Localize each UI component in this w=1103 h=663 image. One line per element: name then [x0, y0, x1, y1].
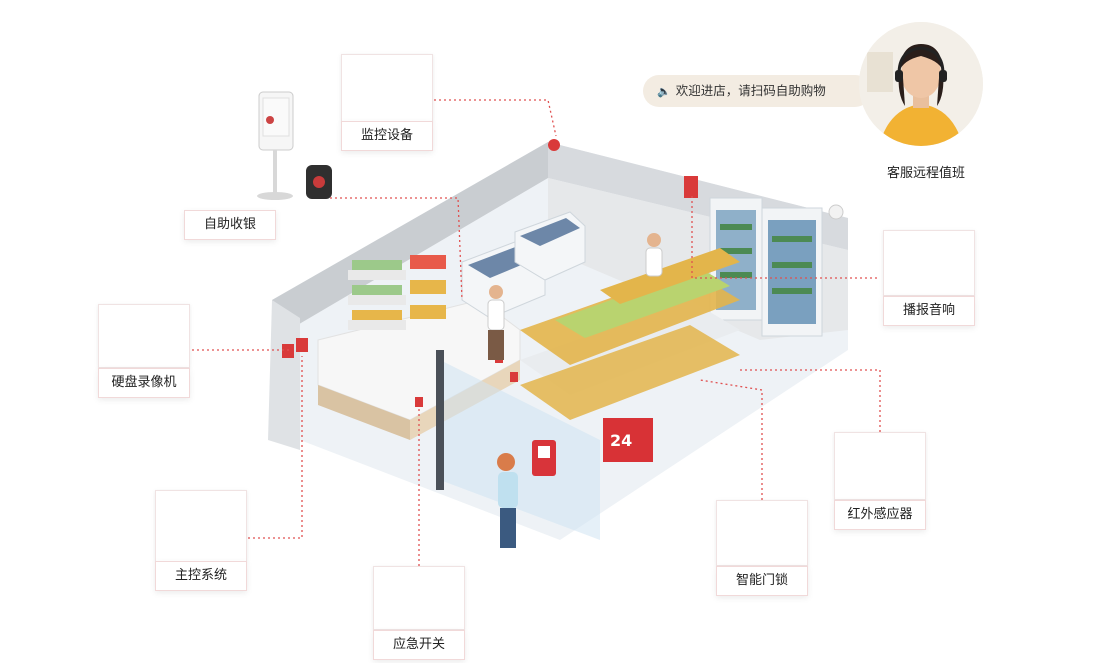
welcome-message: 欢迎进店，请扫码自助购物	[675, 83, 826, 98]
smart-lock-card	[716, 500, 808, 566]
agent-caption: 客服远程值班	[886, 166, 965, 181]
broadcast-speaker-card	[883, 230, 975, 296]
door-post	[436, 350, 444, 490]
emergency-switch-card	[373, 566, 465, 630]
left-wall-face	[268, 300, 300, 450]
staff-figure	[645, 233, 663, 277]
self-checkout-label: 自助收银	[184, 210, 276, 240]
store-sign-text: 24	[610, 431, 632, 450]
emergency-switch-label: 应急开关	[373, 630, 465, 660]
center-shelves	[520, 248, 740, 420]
main-controller-card	[155, 490, 247, 562]
connector-surveillance	[434, 99, 557, 137]
surveillance-label: 监控设备	[341, 121, 433, 151]
agent-portrait	[859, 22, 983, 146]
connector-lines	[192, 99, 881, 566]
connector-sensor	[740, 369, 881, 432]
connector-controller	[248, 356, 303, 539]
main-controller-label: 主控系统	[155, 561, 247, 591]
scanner-illustration	[306, 165, 332, 199]
store-24h-sign: 24	[603, 418, 653, 462]
surveillance-card	[341, 54, 433, 122]
smart-lock-label: 智能门锁	[716, 566, 808, 596]
freezers	[461, 211, 586, 319]
remote-agent-avatar	[859, 22, 983, 146]
fridges	[709, 197, 823, 337]
speaker-icon: 🔈	[657, 85, 671, 98]
left-wall	[272, 142, 548, 340]
connector-lock	[699, 379, 763, 500]
cashier-figure	[487, 285, 505, 360]
connector-broadcast	[691, 196, 880, 279]
kiosk-illustration	[257, 91, 294, 200]
wall-shelf	[348, 255, 446, 330]
dvr-card	[98, 304, 190, 368]
customer-figure	[497, 440, 556, 548]
door-light-beam	[440, 360, 600, 540]
welcome-speech-bubble: 🔈 欢迎进店，请扫码自助购物	[643, 75, 871, 107]
dvr-label: 硬盘录像机	[98, 368, 190, 398]
infrared-sensor-card	[834, 432, 926, 500]
broadcast-speaker-label: 播报音响	[883, 296, 975, 326]
connector-self-checkout	[330, 197, 463, 301]
infrared-sensor-label: 红外感应器	[834, 500, 926, 530]
